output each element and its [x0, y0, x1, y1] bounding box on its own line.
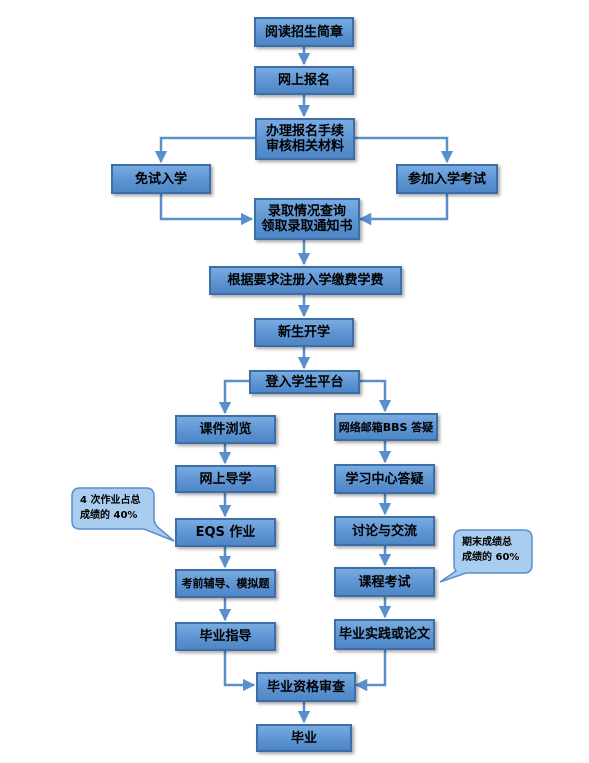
- node-label: 阅读招生简章: [264, 24, 343, 40]
- node-label: 毕业: [290, 730, 317, 746]
- node-label: 毕业实践或论文: [338, 627, 430, 642]
- arrow: [354, 650, 387, 692]
- arrow: [358, 194, 449, 226]
- eqs-homework-box: EQS 作业: [175, 518, 276, 547]
- arrow: [360, 379, 392, 413]
- callout-line1: 期末成绩总: [462, 537, 512, 548]
- node-label: 网上报名: [277, 73, 330, 88]
- node-label: 课件浏览: [199, 422, 252, 437]
- node-label: 参加入学考试: [407, 171, 486, 187]
- final-exam-callout-text: 期末成绩总 成绩的 60%: [462, 535, 532, 565]
- node-label: 网络邮箱BBS 答疑: [338, 420, 434, 434]
- read-brochure-box: 阅读招生简章: [254, 17, 354, 47]
- callout-line2: 成绩的 60%: [462, 552, 520, 563]
- final-exam-callout-bubble: [439, 529, 533, 583]
- arrow: [223, 651, 256, 692]
- arrow: [154, 136, 255, 164]
- graduation-guidance-box: 毕业指导: [175, 622, 276, 651]
- admission-box: 录取情况查询 领取录取通知书: [254, 198, 360, 240]
- node-label: 网上导学: [199, 471, 252, 487]
- node-label: 登入学生平台: [265, 374, 344, 390]
- learning-center-qa-box: 学习中心答疑: [334, 464, 435, 494]
- online-guidance-box: 网上导学: [175, 465, 276, 493]
- node-label: 课程考试: [358, 574, 411, 590]
- course-exam-box: 课程考试: [334, 567, 435, 597]
- new-students-box: 新生开学: [254, 318, 354, 347]
- node-label-line1: 办理报名手续: [265, 124, 344, 139]
- arrow: [159, 194, 254, 226]
- login-platform-box: 登入学生平台: [249, 370, 360, 394]
- node-label-line2: 审核相关材料: [265, 139, 344, 154]
- homework-callout-text: 4 次作业占总 成绩的 40%: [80, 493, 152, 523]
- node-label: 免试入学: [134, 171, 187, 187]
- take-exam-box: 参加入学考试: [396, 164, 498, 194]
- node-label: 根据要求注册入学缴费学费: [227, 273, 384, 288]
- online-signup-box: 网上报名: [254, 66, 354, 95]
- exam-free-box: 免试入学: [111, 164, 211, 194]
- callout-line2: 成绩的 40%: [80, 510, 138, 521]
- node-label-line2: 领取录取通知书: [261, 219, 353, 234]
- procedures-box: 办理报名手续 审核相关材料: [255, 118, 355, 160]
- pay-fees-box: 根据要求注册入学缴费学费: [209, 266, 402, 295]
- arrow: [218, 379, 249, 415]
- node-label: 考前辅导、模拟题: [181, 577, 270, 590]
- node-label: EQS 作业: [195, 525, 256, 540]
- practice-thesis-box: 毕业实践或论文: [334, 619, 435, 650]
- browse-courseware-box: 课件浏览: [175, 415, 276, 444]
- node-label: 毕业指导: [199, 629, 252, 644]
- discussion-box: 讨论与交流: [334, 516, 435, 546]
- arrow: [355, 136, 454, 164]
- bbs-qa-box: 网络邮箱BBS 答疑: [334, 413, 438, 441]
- graduation-review-box: 毕业资格审查: [256, 672, 356, 702]
- graduation-box: 毕业: [256, 724, 352, 752]
- node-label-line1: 录取情况查询: [267, 204, 346, 219]
- pre-exam-tutoring-box: 考前辅导、模拟题: [175, 569, 276, 598]
- node-label: 学习中心答疑: [345, 471, 424, 487]
- node-label: 毕业资格审查: [266, 679, 345, 695]
- callout-line1: 4 次作业占总: [80, 495, 141, 506]
- node-label: 讨论与交流: [351, 523, 417, 539]
- node-label: 新生开学: [277, 325, 330, 340]
- homework-callout-bubble: [71, 487, 175, 542]
